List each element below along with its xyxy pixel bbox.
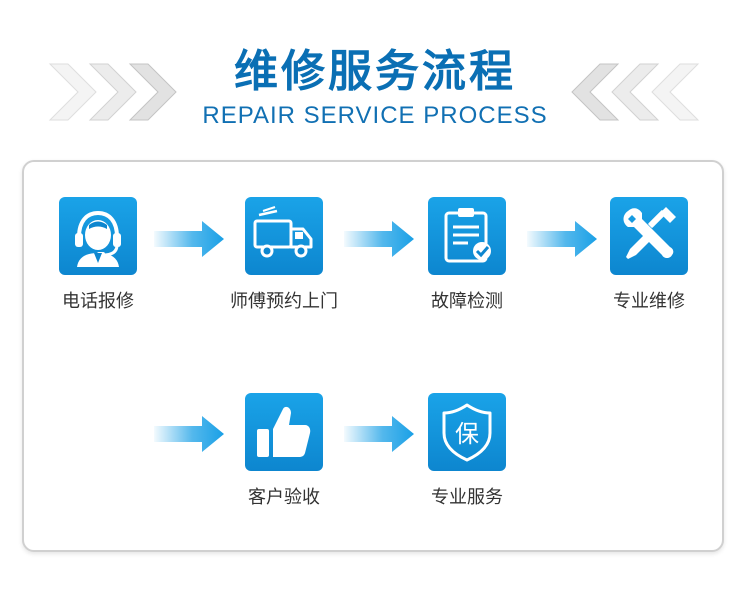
shield-guarantee-icon: 保 (442, 403, 492, 462)
header: 维修服务流程 REPAIR SERVICE PROCESS (0, 0, 750, 150)
wrench-screwdriver-icon (623, 207, 676, 259)
step-label: 师傅预约上门 (230, 291, 338, 312)
step-icon-diagnosis (428, 197, 506, 275)
headset-agent-icon (75, 210, 121, 267)
shield-glyph: 保 (455, 420, 479, 448)
step-label: 客户验收 (248, 487, 320, 508)
step-icon-service: 保 (428, 393, 506, 471)
step-label: 电话报修 (62, 291, 134, 312)
step-icon-appointment (245, 197, 323, 275)
process-panel (22, 160, 724, 552)
clipboard-check-icon (444, 208, 491, 263)
chevron-left-decoration-icon (571, 63, 700, 121)
arrow-right-icon (154, 416, 224, 452)
step-label: 专业维修 (613, 291, 685, 312)
arrow-right-icon (344, 221, 414, 257)
chevron-right-decoration-icon (48, 63, 177, 121)
step-icon-repair (610, 197, 688, 275)
arrow-right-icon (344, 416, 414, 452)
page-subtitle: REPAIR SERVICE PROCESS (202, 102, 548, 129)
thumbs-up-icon (257, 406, 311, 457)
arrow-right-icon (154, 221, 224, 257)
arrow-right-icon (527, 221, 597, 257)
step-icon-acceptance (245, 393, 323, 471)
step-label: 专业服务 (431, 487, 503, 508)
delivery-truck-icon (253, 206, 313, 258)
page-title: 维修服务流程 (234, 46, 516, 97)
step-icon-phone-repair (59, 197, 137, 275)
step-label: 故障检测 (431, 291, 503, 312)
